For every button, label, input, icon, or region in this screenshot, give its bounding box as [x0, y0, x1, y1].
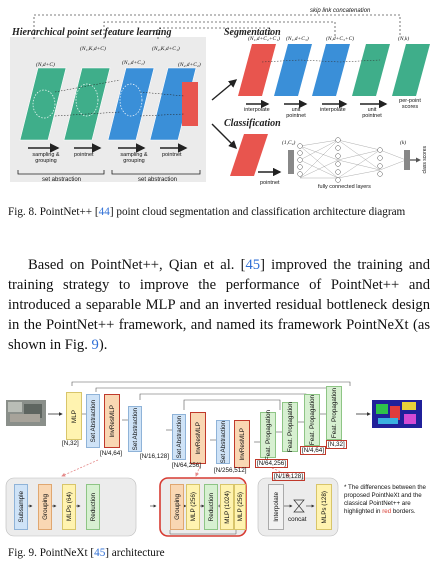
fully-connected-net [299, 139, 407, 179]
classification-title: Classification [224, 118, 281, 129]
segmentation-title: Segmentation [224, 27, 281, 38]
op-label: pointnet [260, 180, 280, 186]
op-label: interpolate [244, 107, 270, 113]
skip-link-line [33, 14, 401, 39]
dim-label: (N₁,d+C₃) [286, 36, 309, 42]
set-abstraction-block-3: Set Abstraction [172, 414, 186, 460]
subsample-block: Subsample [14, 484, 28, 530]
input-point-set [19, 67, 67, 141]
invresmlp-block-3: InvResMLP [234, 420, 250, 468]
mlps-64-block: MLPs (64) [62, 484, 76, 530]
feat-propagation-block-4: Feat. Propagation [326, 386, 342, 440]
set-abstraction-label: set abstraction [138, 177, 178, 183]
difference-note: * The differences between the proposed P… [344, 484, 426, 515]
dim-label: [N/256,512] [214, 467, 247, 474]
dim-label: [N/64,256] [255, 459, 289, 468]
op-label: fully connected layers [318, 184, 371, 190]
dim-label: (N₂,K,d+C₁) [152, 46, 180, 52]
body-paragraph: Based on PointNet++, Qian et al. [45] im… [8, 257, 430, 353]
mlps-128-block: MLPs (128) [316, 484, 332, 530]
feat-propagation-block-1: Feat. Propagation [260, 410, 276, 460]
figure-8-caption: Fig. 8. PointNet++ [44] point cloud segm… [8, 206, 406, 218]
ref-44-link[interactable]: 44 [98, 206, 110, 218]
dim-label: [N/4,64] [100, 450, 123, 457]
input-scene-image [6, 400, 46, 426]
inv-mlp-256b-block: MLP (256) [234, 484, 246, 530]
figure-9-caption: Fig. 9. PointNeXt [45] architecture [8, 547, 165, 559]
feat-propagation-block-3: Feat. Propagation [304, 394, 320, 446]
op-label: sampling & grouping [32, 152, 60, 164]
grouping-block: Grouping [38, 484, 52, 530]
invresmlp-block-1: InvResMLP [104, 394, 120, 448]
feature-learning-title: Hierarchical point set feature learning [12, 27, 172, 38]
dim-label: (N₁,d+C₁) [122, 60, 145, 66]
inv-reduction-block: Reduction [204, 484, 218, 530]
global-feature-vector [288, 150, 294, 174]
set-abstraction-label: set abstraction [42, 177, 82, 183]
dim-label: (k) [400, 140, 407, 146]
inv-mlp-256-block: MLP (256) [186, 484, 200, 530]
dim-label: [N/64,256] [172, 462, 202, 469]
dim-label: [N/4,64] [300, 446, 327, 455]
skip-link-label: skip link concatenation [310, 8, 371, 14]
invresmlp-block-2: InvResMLP [190, 412, 206, 464]
dim-label: (N₁,K,d+C) [80, 46, 106, 52]
op-label: sampling & grouping [120, 152, 148, 164]
op-label: interpolate [320, 107, 346, 113]
dim-label: (N,d+C₃+C) [326, 36, 355, 42]
dim-label: (N₁,d+C₂+C₁) [248, 36, 280, 42]
inv-mlp-1024-block: MLP (1024) [220, 484, 234, 530]
pointnet-plus-plus-diagram [10, 14, 430, 183]
op-label: per-point scores [399, 98, 421, 110]
dim-label: (N,d+C) [36, 62, 55, 68]
op-label: unit pointnet [286, 107, 306, 119]
feat-propagation-block-2: Feat. Propagation [282, 402, 298, 452]
dim-label: (N₂,d+C₂) [178, 62, 201, 68]
dim-label: [N,32] [62, 440, 79, 447]
dim-label: [N,32] [326, 440, 347, 449]
dim-label: (1,C₄) [282, 140, 296, 146]
set-abstraction-block-2: Set Abstraction [128, 406, 142, 452]
set-abstraction-block-4: Set Abstraction [216, 420, 230, 464]
concat-icon [293, 499, 305, 513]
concat-label: concat [288, 516, 307, 523]
figure-9: MLP Set Abstraction InvResMLP Set Abstra… [0, 380, 435, 540]
op-label: unit pointnet [362, 107, 382, 119]
dim-label: [N/16,128] [140, 453, 170, 460]
op-label: class scores [422, 146, 428, 174]
set-abstraction-block-1: Set Abstraction [86, 394, 100, 448]
reduction-block: Reduction [86, 484, 100, 530]
mlp-block: MLP [66, 392, 82, 440]
output-segmentation-image [372, 400, 422, 428]
figure-8: skip link concatenation Hierarchical poi… [0, 0, 435, 200]
dim-label: (N,k) [398, 36, 410, 42]
inv-grouping-block: Grouping [170, 484, 184, 530]
op-label: pointnet [74, 152, 94, 158]
op-label: pointnet [162, 152, 182, 158]
interpolate-block: Interpolate [268, 484, 284, 530]
ref-45-link[interactable]: 45 [245, 257, 261, 273]
fig-9-link[interactable]: 9 [91, 337, 99, 353]
dim-label: [N/16,128] [272, 472, 306, 481]
ref-45-caption-link[interactable]: 45 [94, 547, 106, 559]
